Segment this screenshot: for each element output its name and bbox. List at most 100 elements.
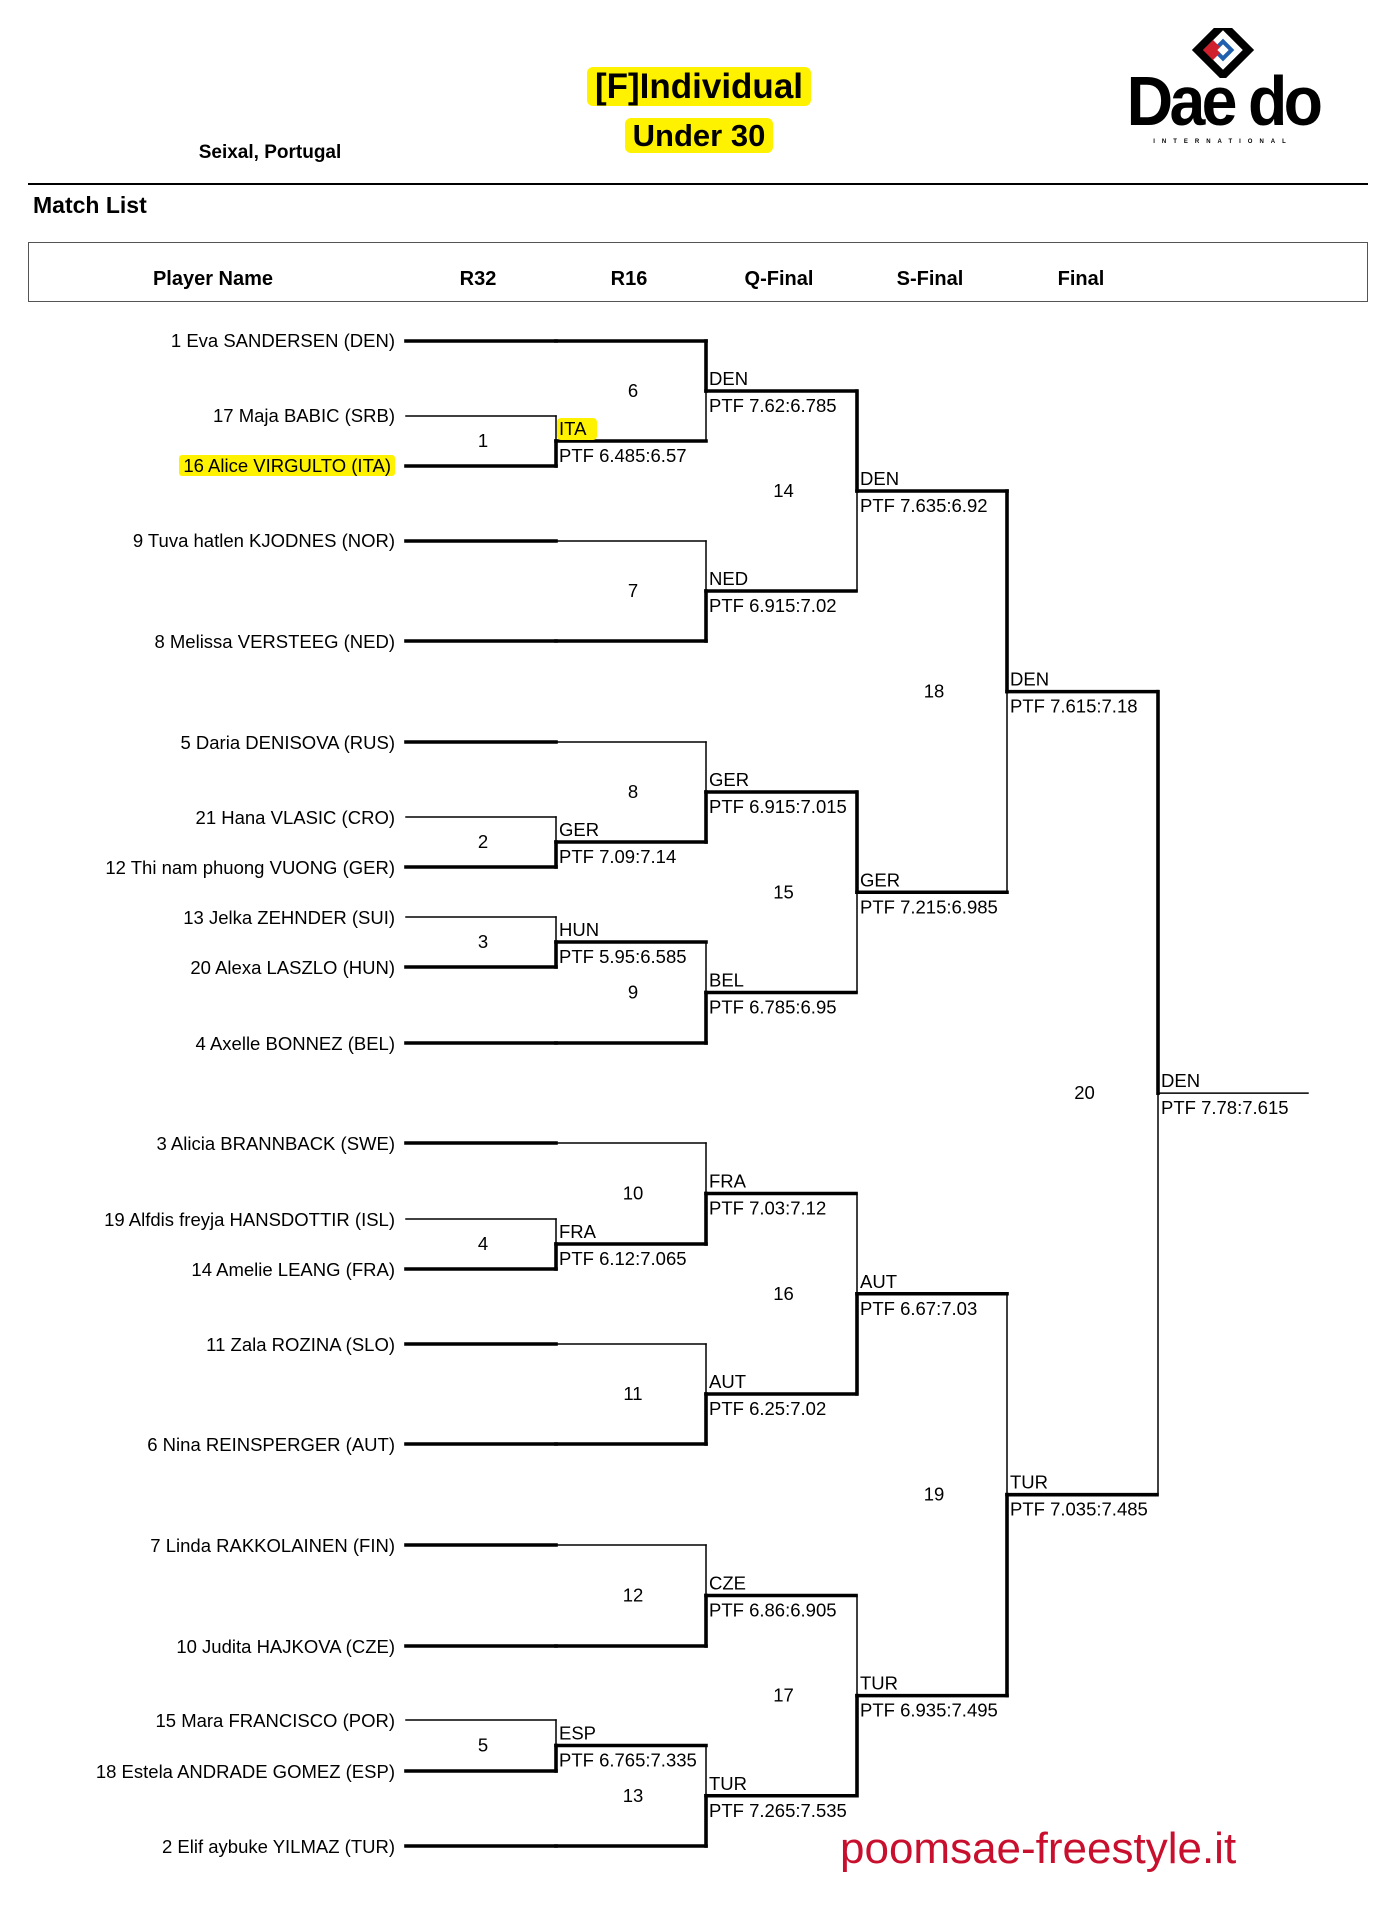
match-winner-label: FRA	[709, 1171, 747, 1192]
player-name: 14 Amelie LEANG (FRA)	[191, 1259, 395, 1280]
player-name: 17 Maja BABIC (SRB)	[213, 405, 395, 426]
match-winner-label: GER	[559, 819, 599, 840]
match-score-label: PTF 6.765:7.335	[559, 1750, 697, 1771]
match-score-label: PTF 7.215:6.985	[860, 896, 998, 917]
match-number: 18	[924, 681, 945, 702]
player-name: 10 Judita HAJKOVA (CZE)	[176, 1636, 395, 1657]
match-score-label: PTF 6.86:6.905	[709, 1600, 837, 1621]
match-winner-label: DEN	[709, 368, 748, 389]
match-winner-label: TUR	[709, 1773, 747, 1794]
player-name: 20 Alexa LASZLO (HUN)	[190, 957, 395, 978]
match-number: 1	[478, 430, 488, 451]
match-number: 3	[478, 931, 488, 952]
logo-wordmark: Dae do	[1126, 62, 1323, 140]
player-name: 18 Estela ANDRADE GOMEZ (ESP)	[95, 1761, 395, 1782]
match-number: 20	[1074, 1082, 1095, 1103]
match-score-label: PTF 7.035:7.485	[1010, 1499, 1148, 1520]
match-winner-label: DEN	[1010, 669, 1049, 690]
watermark-text: poomsae-freestyle.it	[840, 1824, 1237, 1873]
match-number: 16	[773, 1283, 794, 1304]
match-number: 11	[623, 1383, 642, 1404]
header-divider	[28, 183, 1368, 185]
match-score-label: PTF 7.62:6.785	[709, 395, 837, 416]
champion-label: DEN	[1161, 1070, 1200, 1091]
match-winner-label: BEL	[709, 970, 744, 991]
player-name: 3 Alicia BRANNBACK (SWE)	[156, 1133, 396, 1154]
match-number: 9	[628, 982, 638, 1003]
match-number: 5	[478, 1735, 488, 1756]
match-winner-label: GER	[709, 769, 749, 790]
column-header-qfinal: Q-Final	[744, 268, 814, 290]
match-number: 7	[628, 580, 638, 601]
player-name: 19 Alfdis freyja HANSDOTTIR (ISL)	[104, 1209, 395, 1230]
player-name: 15 Mara FRANCISCO (POR)	[155, 1710, 395, 1731]
match-number: 19	[924, 1484, 945, 1505]
match-winner-label: CZE	[709, 1573, 746, 1594]
match-score-label: PTF 7.03:7.12	[709, 1198, 826, 1219]
match-number: 14	[773, 480, 794, 501]
player-name: 11 Zala ROZINA (SLO)	[206, 1334, 395, 1355]
match-score-label: PTF 6.485:6.57	[559, 445, 687, 466]
player-name: 9 Tuva hatlen KJODNES (NOR)	[132, 530, 395, 551]
event-title-text: [F]Individual	[586, 67, 812, 106]
match-number: 10	[623, 1183, 644, 1204]
match-score-label: PTF 6.935:7.495	[860, 1700, 998, 1721]
column-header-r32: R32	[459, 268, 497, 290]
match-winner-label: AUT	[860, 1271, 897, 1292]
match-winner-label: DEN	[860, 468, 899, 489]
match-winner-label: FRA	[559, 1221, 597, 1242]
winner-highlight	[557, 418, 597, 440]
column-header-box	[28, 242, 1368, 302]
match-score-label: PTF 7.265:7.535	[709, 1800, 847, 1821]
player-name: 8 Melissa VERSTEEG (NED)	[154, 631, 395, 652]
match-number: 13	[623, 1785, 644, 1806]
match-score-label: PTF 7.635:6.92	[860, 495, 988, 516]
player-name: 12 Thi nam phuong VUONG (GER)	[105, 857, 395, 878]
match-number: 17	[773, 1685, 794, 1706]
match-score-label: PTF 6.25:7.02	[709, 1398, 826, 1419]
match-score-label: PTF 6.915:7.02	[709, 595, 837, 616]
column-header-player-name: Player Name	[152, 268, 274, 290]
match-number: 4	[478, 1233, 488, 1254]
section-title: Match List	[33, 192, 147, 218]
column-header-sfinal: S-Final	[896, 268, 964, 290]
match-score-label: PTF 5.95:6.585	[559, 946, 687, 967]
logo-diamond-icon	[1191, 28, 1255, 78]
match-number: 2	[478, 831, 488, 852]
event-subtitle-text: Under 30	[624, 118, 774, 153]
player-name: 7 Linda RAKKOLAINEN (FIN)	[150, 1535, 395, 1556]
player-name: 13 Jelka ZEHNDER (SUI)	[183, 907, 395, 928]
match-score-label: PTF 6.12:7.065	[559, 1248, 687, 1269]
event-title: [F]Individual	[0, 67, 1398, 107]
match-number: 8	[628, 781, 638, 802]
match-winner-label: ESP	[559, 1723, 596, 1744]
match-score-label: PTF 6.785:6.95	[709, 997, 837, 1018]
player-name: 21 Hana VLASIC (CRO)	[195, 807, 395, 828]
player-name: 4 Axelle BONNEZ (BEL)	[195, 1033, 395, 1054]
final-score-label: PTF 7.78:7.615	[1161, 1097, 1289, 1118]
match-number: 12	[623, 1585, 644, 1606]
event-location: Seixal, Portugal	[198, 142, 342, 163]
match-winner-label: TUR	[860, 1673, 898, 1694]
event-subtitle: Under 30	[0, 118, 1398, 154]
match-score-label: PTF 6.67:7.03	[860, 1298, 977, 1319]
match-score-label: PTF 7.09:7.14	[559, 846, 676, 867]
match-winner-label: ITA	[559, 418, 587, 439]
match-score-label: PTF 7.615:7.18	[1010, 696, 1138, 717]
match-score-label: PTF 6.915:7.015	[709, 796, 847, 817]
player-name: 2 Elif aybuke YILMAZ (TUR)	[161, 1836, 395, 1857]
match-number: 6	[628, 380, 638, 401]
player-name-highlighted: 16 Alice VIRGULTO (ITA)	[179, 455, 395, 477]
column-header-r16: R16	[610, 268, 648, 290]
match-winner-label: NED	[709, 568, 748, 589]
match-winner-label: HUN	[559, 919, 599, 940]
daedo-logo: Dae do INTERNATIONAL	[1108, 28, 1338, 153]
match-winner-label: TUR	[1010, 1472, 1048, 1493]
match-winner-label: GER	[860, 869, 900, 890]
match-number: 15	[773, 881, 794, 902]
match-winner-label: AUT	[709, 1371, 746, 1392]
player-name: 6 Nina REINSPERGER (AUT)	[147, 1434, 395, 1455]
player-name: 1 Eva SANDERSEN (DEN)	[170, 330, 395, 351]
column-header-final: Final	[1057, 268, 1105, 290]
